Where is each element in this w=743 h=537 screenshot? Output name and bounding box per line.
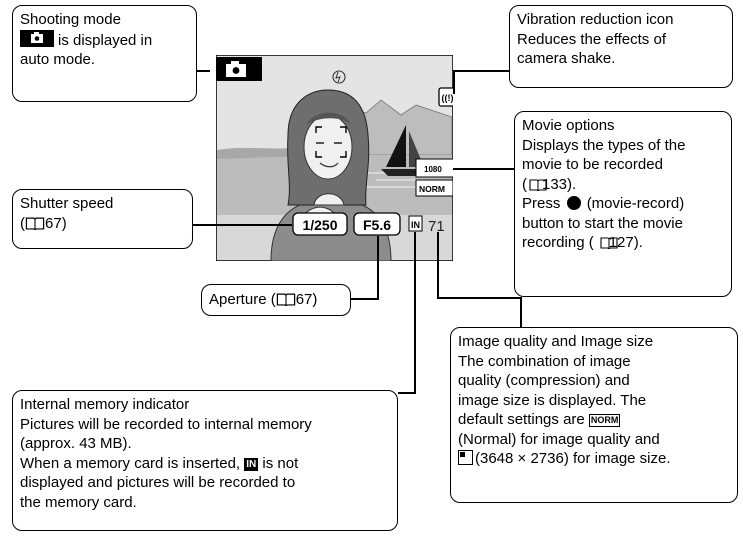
shooting-mode-title: Shooting mode xyxy=(20,11,121,28)
internal-memory-display xyxy=(408,215,423,232)
vibration-line3: camera shake. xyxy=(517,50,616,67)
memory-line5: displayed and pictures will be recorded … xyxy=(20,474,296,491)
exposures-remaining: 71 xyxy=(428,218,445,235)
callout-internal-memory: Internal memory indicator Pictures will … xyxy=(12,390,398,531)
movie-res-glyph: 1080 xyxy=(424,165,442,174)
leader-shooting xyxy=(196,70,210,72)
shooting-mode-line2: is displayed in xyxy=(58,31,153,49)
vr-glyph: ((!)) xyxy=(442,93,454,103)
callout-vibration: Vibration reduction icon Reduces the eff… xyxy=(509,5,733,88)
quality-title: Image quality and Image size xyxy=(458,333,654,350)
callout-shooting-mode: Shooting mode is displayed in auto mode. xyxy=(12,5,197,102)
memory-line3: (approx. 43 MB). xyxy=(20,435,132,452)
leader-quality-v1 xyxy=(437,232,439,299)
leader-memory-h xyxy=(398,392,416,394)
memory-line2: Pictures will be recorded to internal me… xyxy=(20,415,312,433)
movie-title: Movie options xyxy=(522,117,615,134)
callout-image-quality: Image quality and Image size The combina… xyxy=(450,327,738,503)
quality-line2: The combination of image xyxy=(458,352,631,370)
vibration-line2: Reduces the effects of xyxy=(517,30,666,48)
movie-line6: button to start the movie xyxy=(522,214,683,232)
camera-glyph xyxy=(226,61,246,77)
aperture-value: F5.6 xyxy=(363,217,391,233)
movie-line3: movie to be recorded xyxy=(522,156,663,173)
shutter-value: 1/250 xyxy=(302,217,337,233)
shooting-mode-line3: auto mode. xyxy=(20,51,96,68)
quality-line4: image size is displayed. The xyxy=(458,391,647,409)
callout-shutter-speed: Shutter speed ( 67) xyxy=(12,189,193,249)
shutter-display xyxy=(292,212,348,236)
shutter-title: Shutter speed xyxy=(20,195,114,212)
memory-line4b: is not xyxy=(262,454,299,472)
aperture-label: Aperture ( xyxy=(209,291,276,308)
book-icon xyxy=(276,293,295,306)
record-dot-icon xyxy=(566,196,581,210)
memory-line4a: When a memory card is inserted, xyxy=(20,454,241,472)
quality-line6: (Normal) for image quality and xyxy=(458,430,660,448)
leader-shutter xyxy=(193,224,292,226)
flash-mode-icon xyxy=(332,70,346,84)
book-icon xyxy=(25,217,45,230)
callout-aperture: Aperture ( 67) xyxy=(201,284,351,316)
quality-line7: (3648 × 2736) for image size. xyxy=(475,450,671,467)
memory-title: Internal memory indicator xyxy=(20,396,190,413)
leader-memory xyxy=(414,232,416,394)
shutter-ref: 67 xyxy=(45,214,62,232)
quality-line3: quality (compression) and xyxy=(458,372,630,389)
vibration-title: Vibration reduction icon xyxy=(517,11,674,28)
leader-vr xyxy=(453,70,509,72)
movie-line5b: (movie-record) xyxy=(586,195,685,212)
quality-line5: default settings are xyxy=(458,411,585,428)
camera-mode-icon xyxy=(20,29,54,47)
norm-glyph: NORM xyxy=(419,184,445,194)
size-10m-icon xyxy=(458,450,473,465)
leader-movie xyxy=(453,168,514,170)
monitor-illustration: ((!)) 1080 NORM 1/250 F5.6 IN 71 xyxy=(210,54,460,262)
af-brackets xyxy=(315,126,347,158)
internal-memory-icon: IN xyxy=(244,457,259,471)
movie-line7: recording ( 127). xyxy=(522,234,643,251)
leader-vr-drop xyxy=(453,70,455,94)
leader-quality-h xyxy=(437,297,521,299)
book-icon xyxy=(529,178,547,191)
movie-line2: Displays the types of the xyxy=(522,136,686,154)
book-icon xyxy=(600,237,618,249)
in-glyph: IN xyxy=(411,220,420,230)
leader-quality-v2 xyxy=(520,297,522,327)
norm-icon: NORM xyxy=(588,414,621,427)
callout-movie-options: Movie options Displays the types of the … xyxy=(514,111,732,297)
leader-aperture-v xyxy=(377,236,379,299)
movie-line5a: Press xyxy=(522,195,561,212)
memory-line6: the memory card. xyxy=(20,493,137,511)
aperture-ref: 67) xyxy=(295,291,318,308)
aperture-display xyxy=(353,212,401,236)
camera-monitor: ((!)) 1080 NORM 1/250 F5.6 IN 71 xyxy=(210,54,460,262)
leader-aperture-h xyxy=(351,298,379,300)
